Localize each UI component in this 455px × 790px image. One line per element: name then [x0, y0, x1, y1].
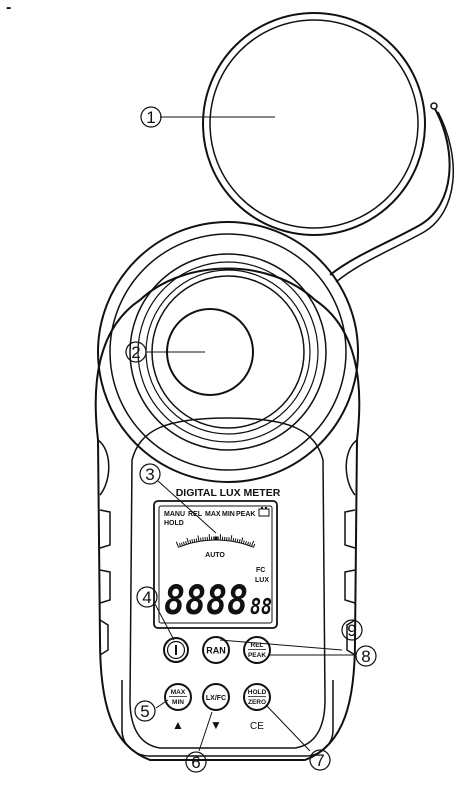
max-min-top-label: MAX — [171, 689, 186, 696]
rel-peak-top-label: REL — [251, 642, 264, 649]
bargraph-tick — [244, 540, 247, 545]
svg-text:2: 2 — [131, 343, 140, 362]
sensor-cap — [202, 12, 454, 283]
callout-1: 1 — [140, 106, 162, 128]
lcd-unit-fc: FC — [256, 567, 265, 574]
svg-text:1: 1 — [146, 108, 155, 127]
bargraph-tick — [253, 543, 256, 548]
bargraph-tick — [247, 541, 250, 546]
svg-text:9: 9 — [347, 621, 356, 640]
callout-6: 6 — [185, 751, 207, 773]
svg-text:6: 6 — [191, 753, 200, 772]
svg-text:8: 8 — [361, 647, 370, 666]
ran-button[interactable]: RAN — [202, 636, 230, 664]
meter-body — [94, 221, 361, 761]
callout-3: 3 — [139, 463, 161, 485]
ran-button-label: RAN — [206, 646, 226, 656]
callout-9: 9 — [341, 619, 363, 641]
bargraph-tick — [185, 540, 188, 545]
bargraph-arc — [178, 539, 254, 548]
callout-lines — [146, 116, 355, 752]
lcd-unit-lux: LUX — [255, 577, 269, 584]
lcd-indicator-hold: HOLD — [164, 520, 184, 527]
lcd-indicator-peak: PEAK — [236, 511, 255, 518]
meter-title: DIGITAL LUX METER — [176, 487, 281, 499]
callout-4: 4 — [136, 586, 158, 608]
callout-8: 8 — [355, 645, 377, 667]
lx-fc-button-label: LX/FC — [206, 695, 226, 702]
lcd-indicator-auto: AUTO — [205, 552, 225, 559]
max-min-button[interactable]: MAX MIN — [164, 683, 192, 711]
bargraph-tick — [200, 537, 202, 542]
lcd-bargraph — [175, 534, 256, 548]
callout-2: 2 — [125, 341, 147, 363]
bargraph-tick — [193, 538, 196, 543]
svg-text:7: 7 — [315, 751, 324, 770]
lcd-main-digits: 8888 — [164, 578, 248, 624]
lcd-small-digits: 88 — [250, 595, 272, 620]
lcd-indicator-manu: MANU — [164, 511, 185, 518]
callout-7: 7 — [309, 749, 331, 771]
bargraph-tick — [175, 541, 179, 548]
svg-text:5: 5 — [140, 702, 149, 721]
hold-zero-button[interactable]: HOLD ZERO — [243, 683, 271, 711]
bargraph-tick — [180, 542, 183, 546]
bargraph-tick — [230, 535, 233, 542]
power-button[interactable] — [163, 637, 189, 663]
bargraph-tick — [189, 539, 192, 544]
bargraph-tick — [186, 537, 190, 544]
header-fragment: - — [6, 0, 11, 16]
ce-mark: CE — [250, 721, 264, 732]
rel-peak-bottom-label: PEAK — [248, 652, 266, 659]
bargraph-tick — [234, 538, 237, 542]
svg-text:3: 3 — [145, 465, 154, 484]
bargraph-tick — [240, 537, 244, 544]
bargraph-tick — [195, 538, 198, 542]
bargraph-tick — [191, 539, 194, 543]
bargraph-tick — [232, 537, 235, 542]
max-min-bottom-label: MIN — [172, 699, 184, 706]
bargraph-tick — [249, 542, 252, 546]
battery-icon — [258, 507, 270, 517]
bargraph-tick — [236, 538, 239, 543]
lcd-indicator-max: MAX — [205, 511, 221, 518]
svg-text:4: 4 — [142, 588, 151, 607]
rel-peak-button[interactable]: REL PEAK — [243, 636, 271, 664]
hold-zero-top-label: HOLD — [248, 689, 267, 696]
lcd-display: MANU REL MAX MIN PEAK HOLD AUTO FC LUX 8… — [153, 500, 278, 629]
bargraph-tick — [242, 540, 245, 544]
bargraph-tick — [182, 541, 185, 546]
lcd-indicator-min: MIN — [222, 511, 235, 518]
callout-5: 5 — [134, 700, 156, 722]
up-arrow-icon: ▲ — [172, 718, 184, 732]
lx-fc-button[interactable]: LX/FC — [202, 683, 230, 711]
bargraph-tick — [251, 540, 255, 547]
bargraph-tick — [197, 535, 200, 542]
bargraph-tick — [238, 539, 241, 543]
bargraph-tick — [178, 543, 181, 547]
hold-zero-bottom-label: ZERO — [248, 699, 266, 706]
down-arrow-icon: ▼ — [210, 718, 222, 732]
